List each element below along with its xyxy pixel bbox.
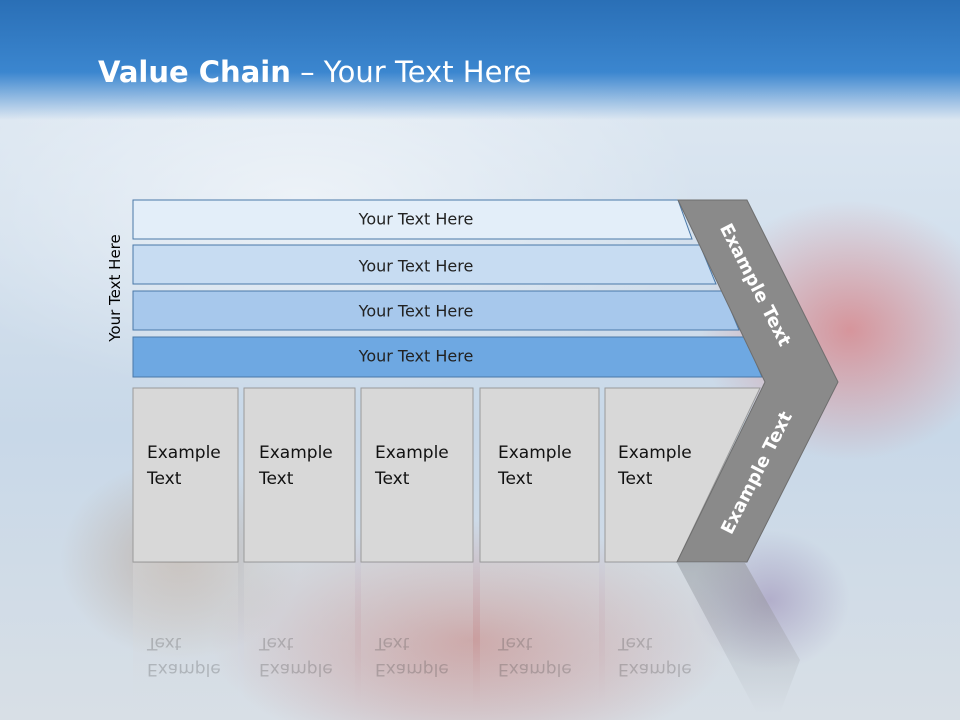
bar-1 <box>132 199 693 240</box>
bar-4-label: Your Text Here <box>358 346 474 366</box>
box-reflection <box>480 563 599 713</box>
box-1-label: Example Text <box>147 440 221 492</box>
reflection-text: Text <box>375 633 410 653</box>
bar-3 <box>132 290 740 331</box>
reflection-text: Text <box>259 633 294 653</box>
box-3-line1: Example <box>375 443 449 463</box>
bar-2 <box>132 244 717 285</box>
reflection-text: Example <box>147 659 221 679</box>
box-5-label-reflection: Example Text <box>618 630 692 682</box>
reflection-text: Example <box>375 659 449 679</box>
reflection-text: Text <box>498 633 533 653</box>
bar-2-label: Your Text Here <box>358 256 474 276</box>
arrow-reflection <box>677 563 800 713</box>
bar-4 <box>132 336 763 378</box>
box-reflection <box>244 563 355 713</box>
box-5-label: Example Text <box>618 440 692 492</box>
box-reflection <box>605 563 757 713</box>
box-1-line1: Example <box>147 443 221 463</box>
box-4-line1: Example <box>498 443 572 463</box>
box-1-line2: Text <box>147 469 182 489</box>
reflection-group <box>133 563 800 713</box>
box-2 <box>243 387 356 563</box>
box-reflection <box>361 563 473 713</box>
box-2-line2: Text <box>259 469 294 489</box>
box-4-line2: Text <box>498 469 533 489</box>
box-2-line1: Example <box>259 443 333 463</box>
box-reflection <box>133 563 238 713</box>
title-bold: Value Chain <box>98 55 291 89</box>
reflection-text: Example <box>618 659 692 679</box>
box-3-label: Example Text <box>375 440 449 492</box>
reflection-text: Example <box>498 659 572 679</box>
box-4-label-reflection: Example Text <box>498 630 572 682</box>
chevron-arrow <box>676 199 839 563</box>
box-3 <box>360 387 474 563</box>
box-4-label: Example Text <box>498 440 572 492</box>
box-2-label-reflection: Example Text <box>259 630 333 682</box>
box-5-line2: Text <box>618 469 653 489</box>
box-4 <box>479 387 600 563</box>
reflection-text: Text <box>618 633 653 653</box>
box-1-label-reflection: Example Text <box>147 630 221 682</box>
reflection-text: Example <box>259 659 333 679</box>
header-band <box>0 0 960 120</box>
reflection-text: Text <box>147 633 182 653</box>
box-3-label-reflection: Example Text <box>375 630 449 682</box>
box-1 <box>132 387 239 563</box>
bar-1-label: Your Text Here <box>358 209 474 229</box>
title-rest: – Your Text Here <box>290 55 532 89</box>
box-3-line2: Text <box>375 469 410 489</box>
box-5-line1: Example <box>618 443 692 463</box>
slide-title: Value Chain – Your Text Here <box>98 55 532 89</box>
bar-3-label: Your Text Here <box>358 301 474 321</box>
box-2-label: Example Text <box>259 440 333 492</box>
